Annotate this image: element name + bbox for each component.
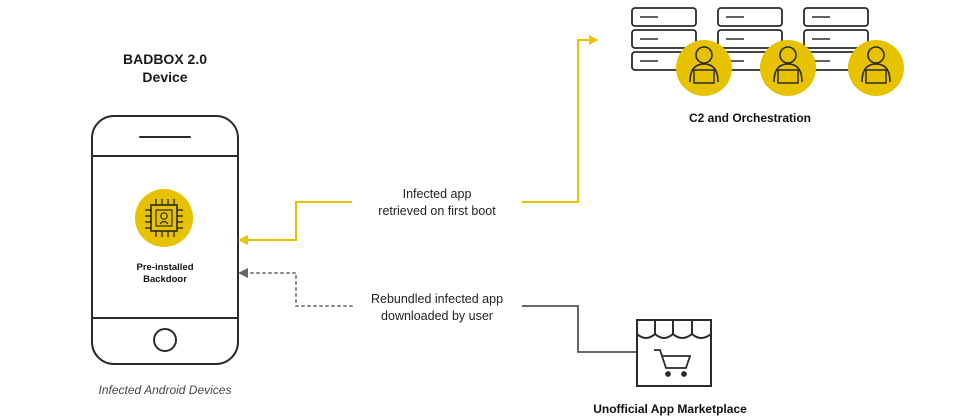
backdoor-label-line2: Backdoor <box>143 274 187 285</box>
device-caption: Infected Android Devices <box>98 383 232 397</box>
c2-flow-label: Infected app retrieved on first boot <box>352 186 522 220</box>
server-icon <box>631 7 869 71</box>
hacker-icon <box>848 40 904 96</box>
c2-flow-label-line1: Infected app <box>402 187 472 201</box>
c2-flow-label-line2: retrieved on first boot <box>378 204 496 218</box>
marketplace-label: Unofficial App Marketplace <box>593 402 747 416</box>
c2-arrow-head-right <box>589 35 598 45</box>
market-flow-arrow <box>249 272 637 353</box>
market-arrow-head <box>238 268 248 278</box>
c2-flow-arrow <box>248 39 590 241</box>
backdoor-label-line1: Pre-installed <box>136 262 194 273</box>
device-title-line2: Device <box>142 69 188 85</box>
cart-icon <box>654 349 692 377</box>
c2-arrow-head-left <box>238 235 248 245</box>
device-title-line1: BADBOX 2.0 <box>122 51 208 67</box>
market-flow-label-line1: Rebundled infected app <box>370 292 504 306</box>
hacker-icon <box>676 40 732 96</box>
market-flow-label-line2: downloaded by user <box>381 309 493 323</box>
market-flow-label: Rebundled infected app downloaded by use… <box>352 291 522 325</box>
c2-label: C2 and Orchestration <box>688 111 812 125</box>
device-title: BADBOX 2.0 Device <box>100 50 230 86</box>
storefront-icon <box>636 319 712 387</box>
backdoor-label: Pre-installed Backdoor <box>110 262 220 286</box>
chip-icon <box>135 189 193 247</box>
hacker-icon <box>760 40 816 96</box>
